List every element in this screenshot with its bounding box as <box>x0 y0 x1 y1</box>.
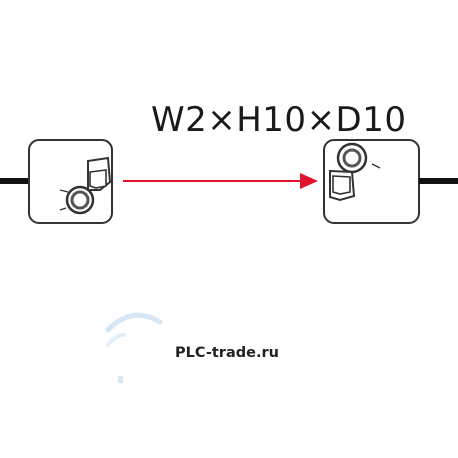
dimension-label: W2×H10×D10 <box>151 100 407 140</box>
logo-arc-icon <box>105 312 163 383</box>
watermark-text: PLC-trade.ru <box>175 345 279 361</box>
right-sensor-icon <box>323 139 420 224</box>
light-beam-arrow-icon <box>123 173 318 189</box>
left-sensor-icon <box>28 139 113 224</box>
